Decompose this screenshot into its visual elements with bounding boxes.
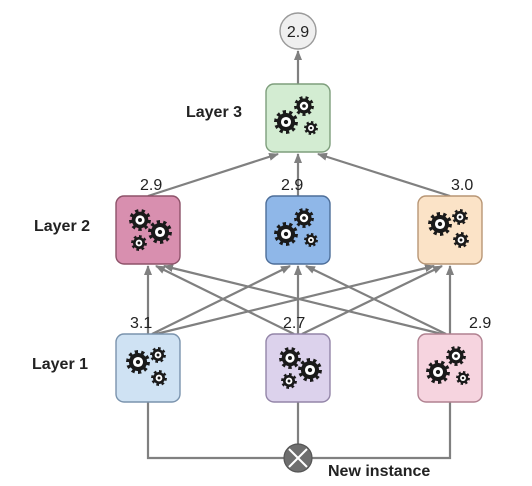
layer-2-node-2 bbox=[265, 195, 331, 265]
input-label: New instance bbox=[328, 463, 430, 480]
output-value: 2.9 bbox=[287, 24, 309, 41]
prediction-value: 3.0 bbox=[451, 177, 473, 194]
prediction-value: 2.9 bbox=[140, 177, 162, 194]
gears-icon bbox=[129, 209, 172, 251]
layer-3-node-1 bbox=[265, 83, 331, 153]
prediction-value: 2.9 bbox=[281, 177, 303, 194]
connection-lines bbox=[144, 50, 454, 460]
layer1-to-layer2-edge bbox=[301, 265, 443, 335]
layer-2-node-1 bbox=[115, 195, 181, 265]
layer1-to-layer2-edge bbox=[163, 264, 443, 336]
layer-1-node-1 bbox=[115, 333, 181, 403]
gears-icon bbox=[126, 347, 167, 386]
gears-icon bbox=[279, 347, 322, 389]
gears-icon bbox=[274, 96, 318, 135]
layer1-to-layer2-edge bbox=[151, 265, 291, 335]
layer2-to-layer3-edge bbox=[147, 152, 279, 198]
layer-label: Layer 3 bbox=[186, 104, 242, 121]
prediction-value: 3.1 bbox=[130, 315, 152, 332]
layer-1-node-3 bbox=[417, 333, 483, 403]
layer-label: Layer 1 bbox=[32, 356, 88, 373]
layer1-to-layer2-edge bbox=[155, 265, 295, 335]
output-node: 2.9 bbox=[279, 12, 317, 50]
cross-circle-icon bbox=[283, 443, 313, 473]
input-edge bbox=[312, 402, 452, 460]
layer-1-node-2 bbox=[265, 333, 331, 403]
layer1-to-layer2-edge bbox=[155, 264, 435, 336]
layer-2-node-3 bbox=[417, 195, 483, 265]
prediction-value: 2.7 bbox=[283, 315, 305, 332]
input-edge bbox=[146, 402, 284, 460]
layer-label: Layer 2 bbox=[34, 218, 90, 235]
layer1-to-layer2-edge bbox=[305, 265, 447, 335]
prediction-value: 2.9 bbox=[469, 315, 491, 332]
gears-icon bbox=[274, 208, 318, 247]
gears-icon bbox=[428, 209, 469, 248]
layer2-to-layer3-edge bbox=[317, 152, 451, 198]
nodes-group: 2.9 bbox=[115, 12, 483, 473]
gears-icon bbox=[426, 346, 470, 385]
